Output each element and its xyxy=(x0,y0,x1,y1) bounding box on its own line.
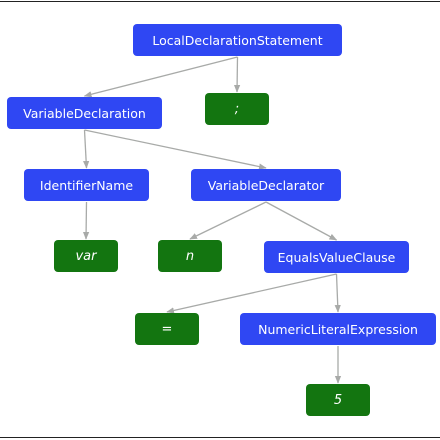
node-equals-value-clause: EqualsValueClause xyxy=(264,241,409,273)
node-identifier-n-token: n xyxy=(158,240,222,272)
node-var-keyword-token: var xyxy=(54,240,118,272)
node-identifier-name: IdentifierName xyxy=(24,169,149,201)
node-equals-token: = xyxy=(135,313,199,345)
node-local-declaration-statement: LocalDeclarationStatement xyxy=(133,24,342,56)
top-border-line xyxy=(0,1,440,2)
bottom-border-line xyxy=(0,437,440,438)
node-variable-declaration: VariableDeclaration xyxy=(7,97,162,129)
node-variable-declarator: VariableDeclarator xyxy=(191,169,341,201)
edge-local-declaration-statement-to-variable-declaration xyxy=(83,56,238,98)
edge-equals-value-clause-to-numeric-literal-expression xyxy=(334,273,341,313)
edge-variable-declaration-to-variable-declarator xyxy=(84,129,267,170)
edge-identifier-name-to-var-keyword xyxy=(82,201,90,240)
edge-equals-value-clause-to-equals-token xyxy=(166,273,337,314)
edge-local-declaration-statement-to-semicolon xyxy=(233,56,241,93)
node-semicolon-token: ; xyxy=(205,93,269,125)
edge-variable-declarator-to-identifier-n xyxy=(189,201,267,240)
edge-variable-declaration-to-identifier-name xyxy=(83,129,90,169)
node-numeric-literal-expression: NumericLiteralExpression xyxy=(240,313,436,345)
edge-variable-declarator-to-equals-value-clause xyxy=(265,201,338,241)
node-numeric-literal-5-token: 5 xyxy=(306,384,370,416)
